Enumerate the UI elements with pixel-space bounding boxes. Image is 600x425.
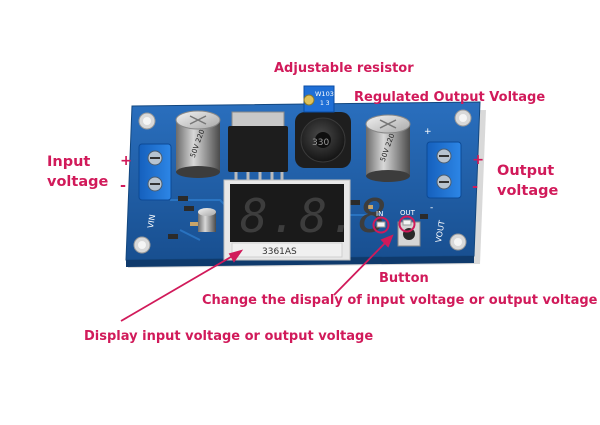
silk-plus-right: +	[424, 127, 432, 137]
silk-vout: VOUT	[434, 220, 447, 244]
adjustable-resistor-pot	[303, 85, 335, 113]
label-output-minus: -	[472, 179, 479, 195]
label-output-voltage-line2: voltage	[497, 183, 559, 199]
push-button	[397, 221, 421, 247]
button-arrow	[333, 239, 389, 296]
seven-segment-display	[223, 179, 351, 261]
label-input-voltage-line1: Input	[47, 154, 91, 170]
label-input-plus: +	[120, 153, 133, 169]
display-part-number: 3361AS	[262, 247, 297, 257]
label-input-minus: -	[120, 178, 127, 194]
in-led-highlight	[372, 216, 390, 234]
label-regulated-output: Regulated Output Voltage	[354, 90, 546, 105]
out-led-highlight	[398, 215, 416, 233]
input-terminal-block	[138, 143, 172, 201]
label-button: Button	[379, 271, 429, 286]
inductor	[295, 112, 351, 168]
display-digits: 8.8.8	[240, 189, 388, 243]
label-display-voltage: Display input voltage or output voltage	[84, 329, 374, 344]
input-capacitor	[175, 110, 221, 178]
label-input-voltage-line2: voltage	[47, 174, 109, 190]
label-change-display: Change the dispaly of input voltage or o…	[202, 293, 598, 308]
silk-vin: VIN	[146, 214, 157, 229]
output-terminal-block	[426, 141, 462, 199]
silk-out: OUT	[400, 209, 416, 217]
small-capacitor	[198, 208, 216, 232]
label-input-voltage: Input voltage	[47, 152, 108, 192]
inductor-code: 330	[312, 138, 329, 148]
label-adjustable-resistor: Adjustable resistor	[274, 61, 414, 76]
label-output-voltage: Output voltage	[497, 161, 558, 201]
output-capacitor	[365, 114, 411, 182]
silk-in: IN	[376, 210, 383, 218]
label-output-voltage-line1: Output	[497, 163, 555, 179]
silk-minus-right: -	[430, 203, 433, 213]
label-output-plus: +	[472, 152, 485, 168]
display-arrow	[120, 253, 237, 322]
pot-code: W103	[315, 90, 334, 98]
regulator-ic	[228, 111, 288, 182]
led-indicators	[376, 219, 412, 228]
pot-sub: 1 3	[320, 100, 330, 107]
